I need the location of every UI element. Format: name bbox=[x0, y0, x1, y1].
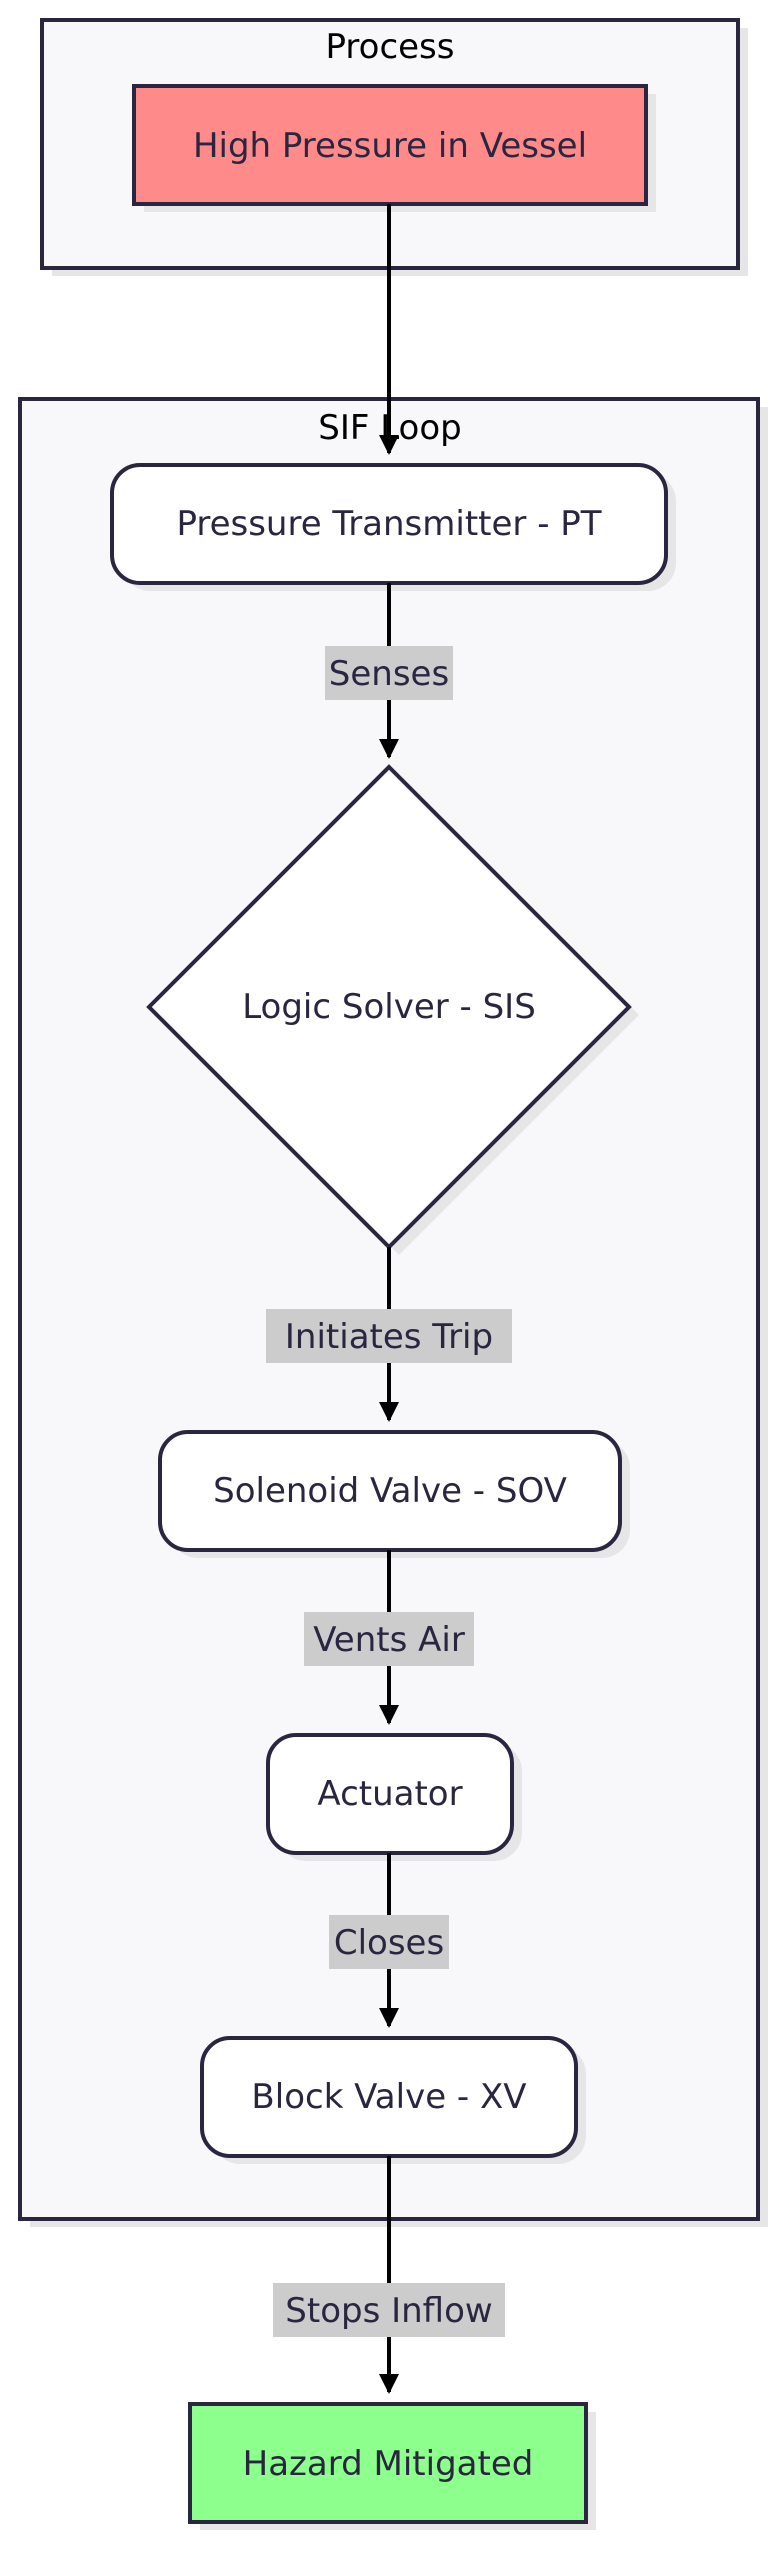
edge-label-bg-stops-inflow bbox=[273, 2283, 505, 2337]
node-pressure-transmitter-label: Pressure Transmitter - PT bbox=[176, 504, 601, 544]
node-logic-solver[interactable]: Logic Solver - SIS bbox=[146, 764, 639, 1255]
edge-label-bg-senses bbox=[325, 646, 453, 700]
node-solenoid-valve[interactable]: Solenoid Valve - SOV bbox=[158, 1430, 630, 1558]
node-block-valve[interactable]: Block Valve - XV bbox=[200, 2036, 586, 2164]
edge-label-initiates-trip: Initiates Trip bbox=[285, 1317, 493, 1357]
group-process-title: Process bbox=[326, 27, 455, 67]
node-block-valve-label: Block Valve - XV bbox=[251, 2077, 526, 2117]
edge-label-bg-closes bbox=[329, 1915, 449, 1969]
node-solenoid-valve-label: Solenoid Valve - SOV bbox=[213, 1471, 567, 1511]
node-actuator-label: Actuator bbox=[317, 1774, 462, 1814]
node-hazard-mitigated[interactable]: Hazard Mitigated bbox=[188, 2402, 596, 2530]
node-high-pressure-label: High Pressure in Vessel bbox=[193, 126, 587, 166]
edge-label-senses: Senses bbox=[329, 654, 449, 694]
node-actuator[interactable]: Actuator bbox=[266, 1733, 522, 1861]
node-pressure-transmitter[interactable]: Pressure Transmitter - PT bbox=[110, 463, 676, 591]
edge-label-closes: Closes bbox=[334, 1923, 444, 1963]
node-high-pressure[interactable]: High Pressure in Vessel bbox=[132, 84, 656, 212]
edge-label-vents-air: Vents Air bbox=[313, 1620, 465, 1660]
edge-label-bg-vents-air bbox=[304, 1612, 474, 1666]
node-hazard-mitigated-label: Hazard Mitigated bbox=[243, 2444, 534, 2484]
node-logic-solver-label: Logic Solver - SIS bbox=[242, 987, 536, 1027]
edge-label-bg-initiates-trip bbox=[266, 1309, 512, 1363]
edge-label-stops-inflow: Stops Inflow bbox=[285, 2291, 492, 2331]
